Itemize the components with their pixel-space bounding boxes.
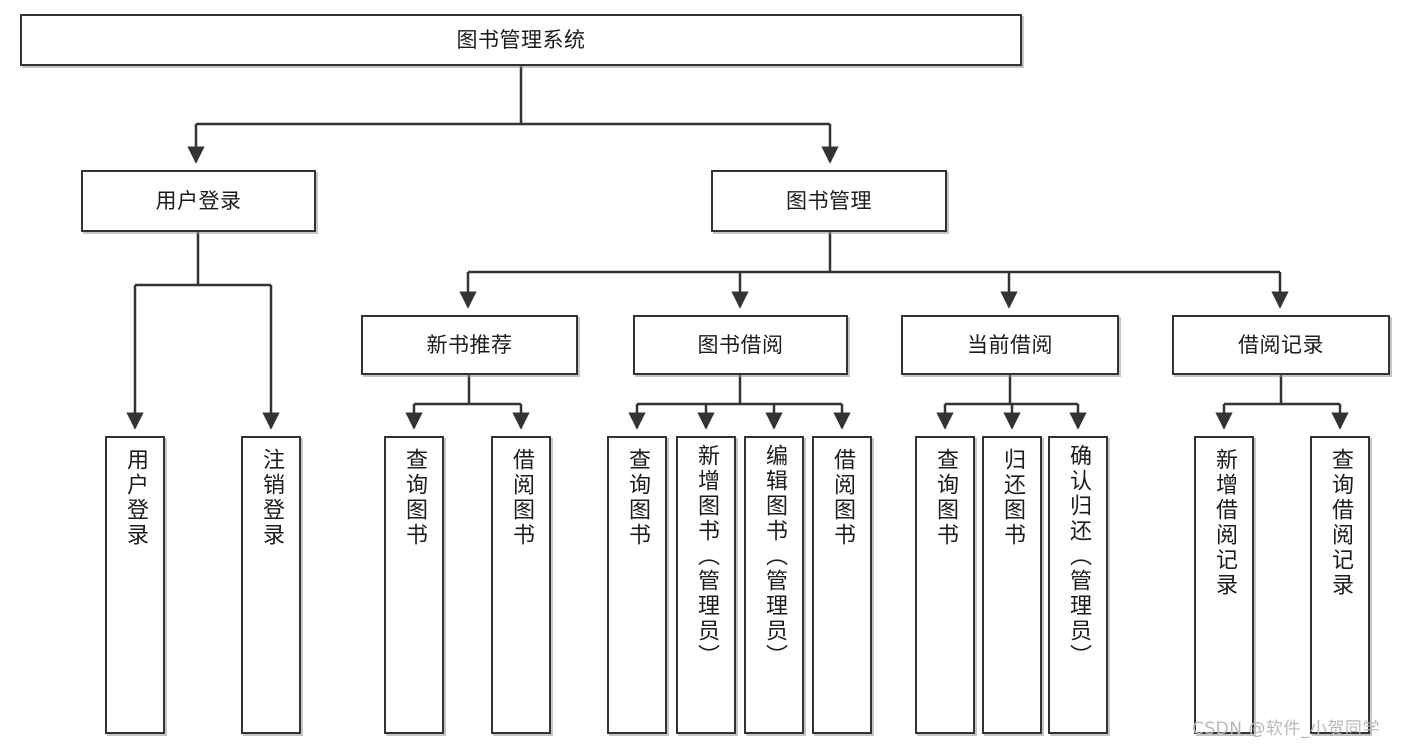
- node-label: 新增借阅记录: [1212, 448, 1237, 598]
- node-label: 借阅图书: [830, 448, 855, 548]
- leaf-user-login-login[interactable]: 用户登录: [105, 436, 165, 734]
- leaf-book-borrow-add-book-admin[interactable]: 新增图书（管理员）: [676, 436, 736, 734]
- node-label: 图书借阅: [697, 332, 784, 357]
- node-label: 查询图书: [402, 448, 427, 548]
- leaf-book-borrow-edit-book-admin[interactable]: 编辑图书（管理员）: [744, 436, 804, 734]
- leaf-borrow-record-add-record[interactable]: 新增借阅记录: [1194, 436, 1254, 734]
- node-label: 注销登录: [259, 448, 284, 548]
- node-borrow-record[interactable]: 借阅记录: [1172, 315, 1390, 375]
- csdn-watermark: CSDN @软件_小贺同学: [1192, 719, 1380, 739]
- node-new-book-recommend[interactable]: 新书推荐: [361, 315, 578, 375]
- leaf-new-book-borrow-book[interactable]: 借阅图书: [491, 436, 551, 734]
- leaf-current-borrow-query-book[interactable]: 查询图书: [915, 436, 975, 734]
- node-label: 查询图书: [933, 448, 958, 548]
- node-current-borrow[interactable]: 当前借阅: [901, 315, 1119, 375]
- leaf-current-borrow-confirm-return-admin[interactable]: 确认归还（管理员）: [1048, 436, 1108, 734]
- node-label: 新增图书（管理员）: [694, 444, 719, 669]
- node-root-book-management-system[interactable]: 图书管理系统: [20, 14, 1022, 66]
- node-label: 归还图书: [1000, 448, 1025, 548]
- node-label: 借阅记录: [1238, 332, 1324, 357]
- node-label: 用户登录: [155, 188, 242, 213]
- node-book-borrow[interactable]: 图书借阅: [633, 315, 848, 375]
- node-book-management[interactable]: 图书管理: [711, 170, 947, 232]
- node-label: 新书推荐: [426, 332, 513, 357]
- node-label: 确认归还（管理员）: [1066, 444, 1091, 669]
- node-label: 用户登录: [123, 448, 148, 548]
- node-label: 编辑图书（管理员）: [762, 444, 787, 669]
- leaf-user-login-logout[interactable]: 注销登录: [241, 436, 301, 734]
- node-label: 查询图书: [625, 448, 650, 548]
- node-user-login[interactable]: 用户登录: [81, 170, 316, 232]
- node-label: 借阅图书: [509, 448, 534, 548]
- node-label: 当前借阅: [967, 332, 1053, 357]
- leaf-borrow-record-query-record[interactable]: 查询借阅记录: [1310, 436, 1370, 734]
- node-label: 图书管理: [786, 188, 872, 213]
- leaf-current-borrow-return-book[interactable]: 归还图书: [982, 436, 1042, 734]
- leaf-book-borrow-query-book[interactable]: 查询图书: [607, 436, 667, 734]
- node-label: 图书管理系统: [456, 27, 586, 52]
- node-label: 查询借阅记录: [1328, 448, 1353, 598]
- leaf-new-book-query-book[interactable]: 查询图书: [384, 436, 444, 734]
- leaf-book-borrow-borrow-book[interactable]: 借阅图书: [812, 436, 872, 734]
